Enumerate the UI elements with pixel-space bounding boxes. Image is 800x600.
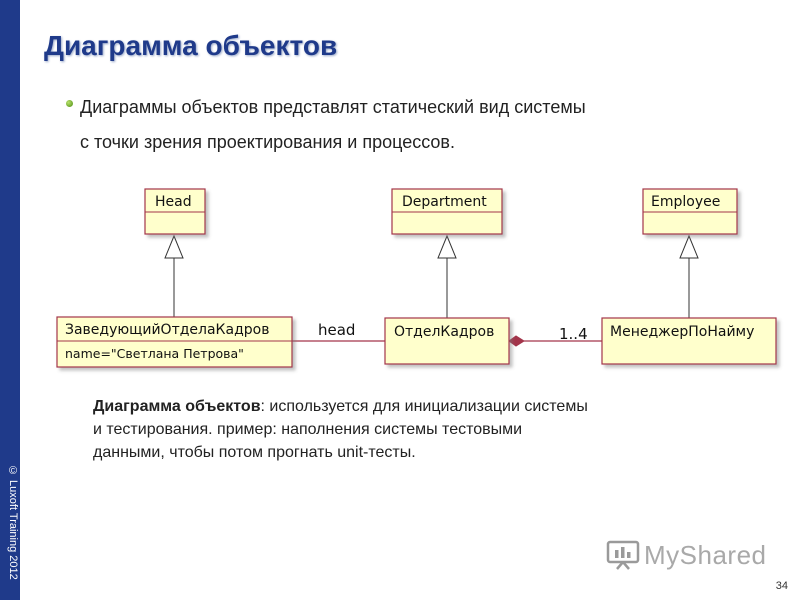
- generalization-arrow-employee: [679, 234, 699, 259]
- lead-line-1: Диаграммы объектов представлят статическ…: [80, 97, 586, 117]
- description-line-1: : используется для инициализации системы: [260, 398, 588, 415]
- object-menedzher: МенеджерПоНайму: [601, 317, 777, 365]
- association-label-multiplicity: 1..4: [559, 325, 588, 343]
- description-line-3: данными, чтобы потом прогнать unit-тесты…: [93, 444, 416, 461]
- generalization-lines: [173, 258, 690, 318]
- object-zaveduyushchiy-box: [56, 316, 293, 368]
- copyright-text: © Luxoft Training 2012: [7, 465, 19, 580]
- description-paragraph: Диаграмма объектов: используется для ини…: [93, 395, 733, 464]
- object-zaveduyushchiy-attribute: name="Светлана Петрова": [65, 346, 244, 361]
- bullet-icon: [66, 100, 73, 107]
- lead-line-2: с точки зрения проектирования и процессо…: [80, 132, 455, 152]
- object-menedzher-box: [601, 317, 777, 365]
- class-employee-label: Employee: [651, 194, 720, 210]
- presentation-board-icon: [606, 540, 640, 570]
- generalization-arrow-head: [164, 234, 184, 259]
- class-department: Department: [391, 188, 503, 235]
- page-number: 34: [775, 580, 788, 592]
- class-department-label: Department: [402, 194, 487, 210]
- object-zaveduyushchiy: ЗаведующийОтделаКадров name="Светлана Пе…: [56, 316, 293, 368]
- composition-diamond-icon: [508, 335, 525, 347]
- generalization-arrows: [164, 234, 699, 259]
- class-head-label: Head: [155, 194, 192, 210]
- association-label-head: head: [318, 321, 355, 339]
- page-title: Диаграмма объектов: [44, 30, 338, 61]
- side-bar: © Luxoft Training 2012: [0, 0, 20, 600]
- generalization-arrow-department: [437, 234, 457, 259]
- description-line-2: и тестирования. пример: наполнения систе…: [93, 421, 523, 438]
- object-menedzher-label: МенеджерПоНайму: [610, 324, 754, 340]
- object-zaveduyushchiy-label: ЗаведующийОтделаКадров: [65, 322, 269, 338]
- lead-paragraph: Диаграммы объектов представлят статическ…: [80, 90, 586, 160]
- watermark-logo: MyShared: [606, 537, 767, 573]
- object-otdelkadrov-box: [384, 317, 510, 365]
- description-term: Диаграмма объектов: [93, 398, 261, 415]
- class-employee: Employee: [642, 188, 738, 235]
- watermark-text: MyShared: [644, 539, 767, 570]
- object-otdelkadrov: ОтделКадров: [384, 317, 510, 365]
- class-head: Head: [144, 188, 206, 235]
- object-otdelkadrov-label: ОтделКадров: [394, 324, 494, 340]
